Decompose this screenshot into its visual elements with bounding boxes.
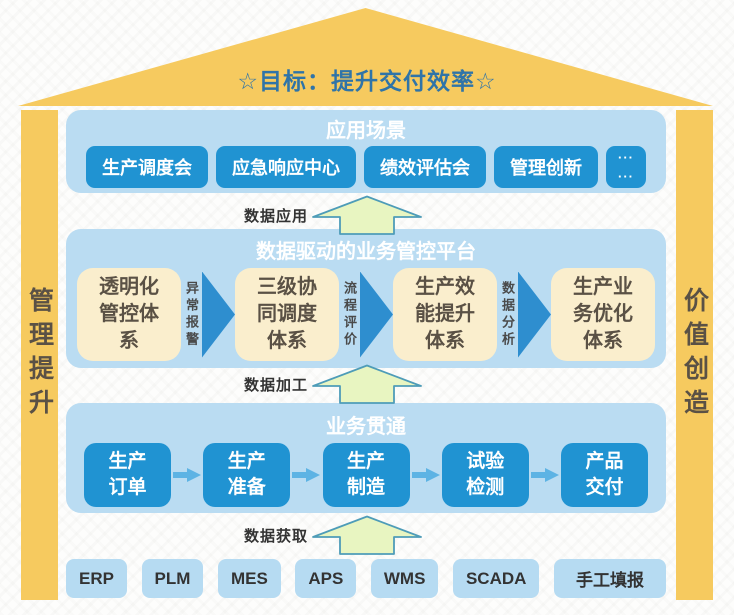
business-step-label: 生产准备	[227, 451, 266, 498]
pillar-right-label: 价值创造	[680, 287, 709, 423]
business-step-label: 生产订单	[108, 451, 147, 498]
step-arrow-icon	[173, 468, 202, 482]
system-box: PLM	[141, 559, 204, 598]
connector-label: 数据分析	[500, 280, 515, 349]
up-arrow-icon	[312, 195, 422, 235]
business-step-label: 产品交付	[585, 451, 624, 498]
business-step: 试验检测	[441, 443, 529, 507]
system-box: ERP	[66, 559, 127, 598]
business-step: 生产订单	[84, 443, 171, 507]
data-acquire-arrow: 数据获取	[230, 515, 423, 555]
business-step: 生产制造	[322, 443, 410, 507]
business-step-label: 生产制造	[346, 451, 385, 498]
step-arrow-icon	[292, 468, 321, 482]
platform-box: 透明化管控体系	[77, 268, 181, 361]
right-arrow-icon	[202, 271, 235, 358]
platform-box: 生产效能提升体系	[393, 268, 497, 361]
right-arrow-icon	[518, 271, 551, 358]
data-process-arrow: 数据加工	[230, 364, 423, 404]
platform-panel: 数据驱动的业务管控平台 透明化管控体系 异常报警 三级协同调度体系 流程评价 生…	[66, 229, 666, 368]
business-step: 生产准备	[203, 443, 291, 507]
platform-title: 数据驱动的业务管控平台	[256, 241, 476, 263]
business-panel: 业务贯通 生产订单 生产准备 生产制造 试验检测	[66, 403, 666, 513]
data-apply-label: 数据应用	[243, 207, 308, 225]
platform-connector: 数据分析	[497, 268, 551, 361]
platform-box-label: 透明化管控体系	[99, 276, 159, 352]
data-process-label: 数据加工	[243, 376, 308, 394]
system-box: MES	[217, 559, 281, 598]
more-ellipsis-chip: ··· ···	[606, 146, 646, 188]
right-arrow-icon	[360, 271, 393, 358]
platform-box: 三级协同调度体系	[235, 268, 339, 361]
business-step-label: 试验检测	[466, 451, 505, 498]
platform-box-label: 三级协同调度体系	[257, 276, 317, 352]
scenario-chip: 绩效评估会	[364, 146, 486, 188]
up-arrow-icon	[312, 515, 422, 555]
system-box: 手工填报	[553, 559, 666, 598]
platform-connector: 流程评价	[339, 268, 393, 361]
platform-box-label: 生产效能提升体系	[415, 276, 475, 352]
connector-label: 异常报警	[184, 280, 199, 349]
scenarios-chip-row: 生产调度会 应急响应中心 绩效评估会 管理创新 ··· ···	[66, 146, 666, 188]
pillar-right: 价值创造	[676, 110, 713, 600]
system-box: WMS	[370, 559, 439, 598]
data-acquire-label: 数据获取	[243, 527, 308, 545]
goal-title: ☆目标：提升交付效率☆	[237, 68, 497, 94]
scenario-chip: 应急响应中心	[216, 146, 356, 188]
pillar-left-label: 管理提升	[25, 287, 54, 423]
business-steps-row: 生产订单 生产准备 生产制造 试验检测	[66, 443, 666, 507]
pillar-left: 管理提升	[21, 110, 58, 600]
systems-row: ERP PLM MES APS WMS SCADA 手工填报	[66, 559, 666, 598]
scenarios-panel: 应用场景 生产调度会 应急响应中心 绩效评估会 管理创新 ··· ···	[66, 110, 666, 193]
system-box: SCADA	[452, 559, 540, 598]
business-step: 产品交付	[561, 443, 648, 507]
up-arrow-icon	[312, 364, 422, 404]
system-box: APS	[295, 559, 357, 598]
scenarios-title: 应用场景	[326, 120, 406, 142]
scenario-chip: 生产调度会	[86, 146, 208, 188]
step-arrow-icon	[530, 468, 559, 482]
platform-box-label: 生产业务优化体系	[573, 276, 633, 352]
business-title: 业务贯通	[326, 416, 406, 438]
scenario-chip: 管理创新	[494, 146, 598, 188]
data-apply-arrow: 数据应用	[230, 195, 423, 235]
platform-box: 生产业务优化体系	[551, 268, 655, 361]
platform-row: 透明化管控体系 异常报警 三级协同调度体系 流程评价 生产效能提升体系 数据分析	[66, 268, 666, 361]
connector-label: 流程评价	[342, 280, 357, 349]
platform-connector: 异常报警	[181, 268, 235, 361]
step-arrow-icon	[411, 468, 440, 482]
